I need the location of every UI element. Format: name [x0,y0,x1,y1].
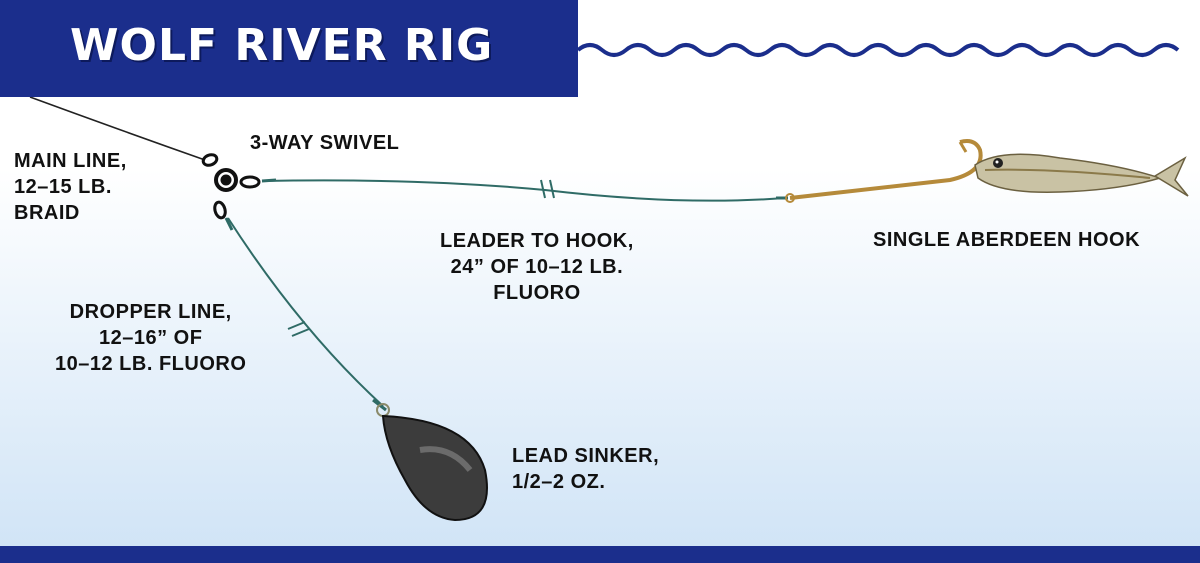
main-line-label-line-2: 12–15 LB. [14,176,112,198]
bottom-bar [0,546,1200,563]
main-line-label: MAIN LINE, 12–15 LB. BRAID [14,148,127,226]
main-line-label-line-3: BRAID [14,202,80,224]
three-way-swivel [201,153,261,220]
minnow-bait [974,153,1189,197]
dropper-label-line-2: 12–16” OF [98,327,203,349]
leader-label: LEADER TO HOOK, 24” OF 10–12 LB. FLUORO [440,228,634,306]
diagram-title: WOLF RIVER RIG [70,20,494,71]
water-wave [576,43,1180,57]
dropper-break-mark [287,321,310,337]
swivel-label: 3-WAY SWIVEL [250,132,400,154]
leader-line [261,179,786,202]
dropper-label-line-1: DROPPER LINE, [69,301,232,323]
sinker-label-line-1: LEAD SINKER, [512,445,660,467]
title-banner: WOLF RIVER RIG [0,0,578,97]
leader-label-line-2: 24” OF 10–12 LB. [450,256,624,278]
aberdeen-hook [785,139,983,203]
main-line [29,96,206,161]
sinker-label: LEAD SINKER, 1/2–2 OZ. [512,443,659,495]
main-line-label-line-1: MAIN LINE, [14,150,127,172]
lead-sinker [376,403,488,522]
hook-label: SINGLE ABERDEEN HOOK [873,229,1141,251]
sinker-label-line-2: 1/2–2 OZ. [512,471,606,493]
dropper-line [227,217,384,407]
leader-label-line-1: LEADER TO HOOK, [440,230,634,252]
leader-label-line-3: FLUORO [493,282,581,304]
dropper-label: DROPPER LINE, 12–16” OF 10–12 LB. FLUORO [55,299,246,377]
leader-break-mark [540,179,555,199]
dropper-label-line-3: 10–12 LB. FLUORO [55,353,247,375]
